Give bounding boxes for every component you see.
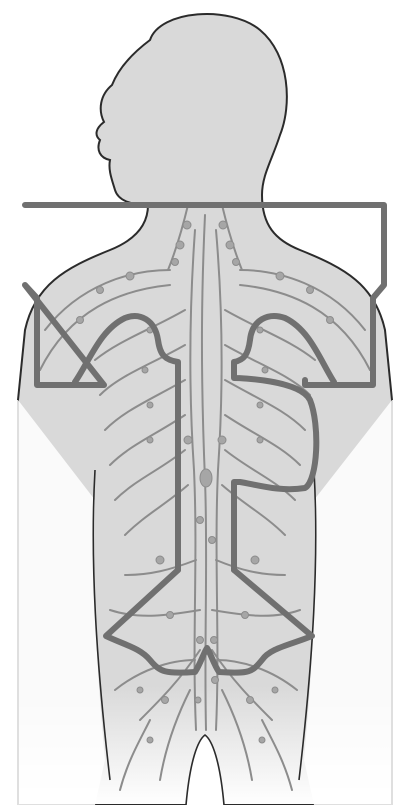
body-silhouette — [0, 14, 409, 805]
